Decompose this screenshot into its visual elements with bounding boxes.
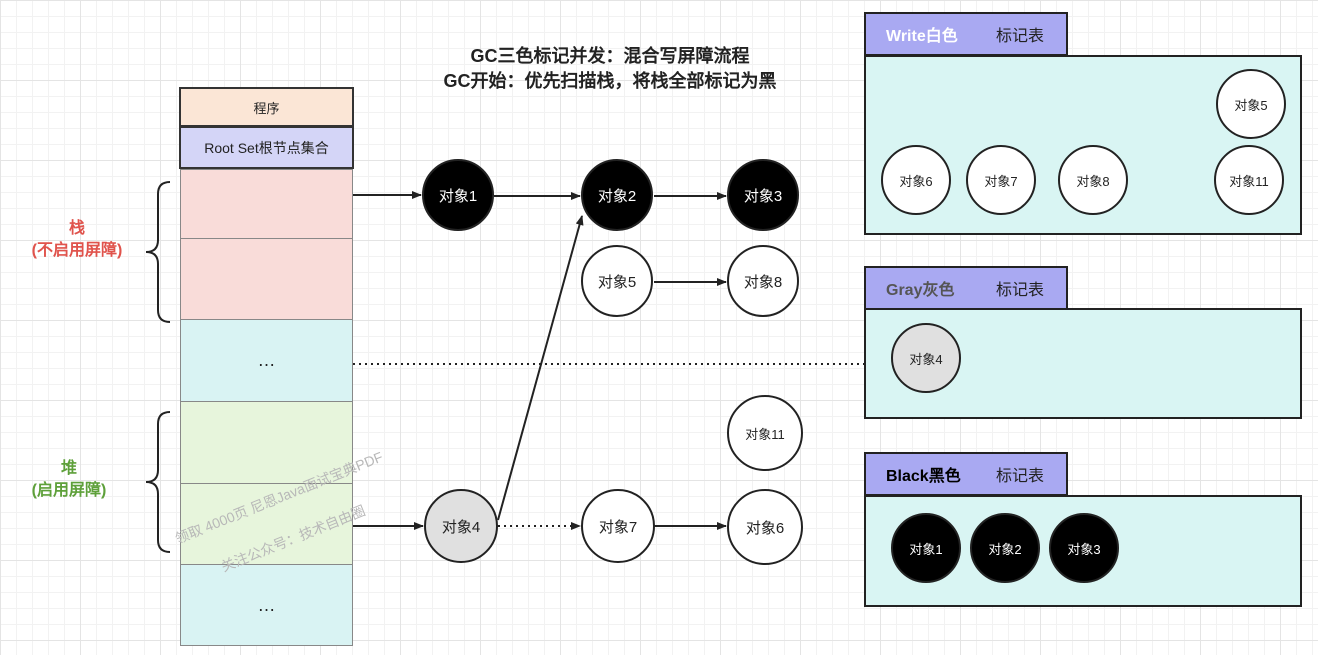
white-table-suffix: 标记表 bbox=[996, 28, 1045, 45]
white-item-obj11: 对象11 bbox=[1214, 145, 1284, 215]
node-obj11-label: 对象11 bbox=[745, 426, 785, 442]
white-table-panel: 对象5 对象6 对象7 对象8 对象11 bbox=[864, 55, 1302, 235]
node-obj2: 对象2 bbox=[581, 159, 653, 231]
stack-label-note: (不启用屏障) bbox=[31, 242, 123, 259]
white-item-obj7-label: 对象7 bbox=[984, 173, 1018, 189]
heap-label-title: 堆 bbox=[60, 460, 77, 477]
black-item-obj1-label: 对象1 bbox=[909, 541, 943, 557]
node-obj1: 对象1 bbox=[422, 159, 494, 231]
edge-obj4-to-obj2 bbox=[497, 215, 584, 521]
node-obj8-label: 对象8 bbox=[743, 273, 783, 291]
gray-table-name: Gray灰色 bbox=[886, 282, 955, 299]
stack-brace bbox=[145, 181, 171, 323]
node-obj5-label: 对象5 bbox=[597, 273, 637, 291]
heap-brace bbox=[145, 411, 171, 553]
white-item-obj6: 对象6 bbox=[881, 145, 951, 215]
node-obj4: 对象4 bbox=[424, 489, 498, 563]
gray-table-tab: Gray灰色 标记表 bbox=[864, 266, 1068, 310]
heap-label: 堆 (启用屏障) bbox=[4, 458, 134, 502]
black-item-obj3: 对象3 bbox=[1049, 513, 1119, 583]
middle-segment: … bbox=[180, 319, 353, 402]
white-item-obj11-label: 对象11 bbox=[1229, 173, 1269, 189]
node-obj6-label: 对象6 bbox=[745, 519, 785, 537]
node-obj4-label: 对象4 bbox=[441, 518, 481, 536]
node-obj1-label: 对象1 bbox=[438, 187, 478, 205]
black-table-tab: Black黑色 标记表 bbox=[864, 452, 1068, 496]
black-table-panel: 对象1 对象2 对象3 bbox=[864, 495, 1302, 607]
white-table-name: Write白色 bbox=[886, 28, 958, 45]
heap-segment-2 bbox=[180, 483, 353, 565]
heap-label-note: (启用屏障) bbox=[31, 482, 107, 499]
node-obj3-label: 对象3 bbox=[743, 187, 783, 205]
stack-segment-1 bbox=[180, 169, 353, 239]
node-obj7-label: 对象7 bbox=[598, 518, 638, 536]
white-item-obj8-label: 对象8 bbox=[1076, 173, 1110, 189]
node-obj7: 对象7 bbox=[581, 489, 655, 563]
gray-table-suffix: 标记表 bbox=[996, 282, 1045, 299]
node-obj5: 对象5 bbox=[581, 245, 653, 317]
middle-ellipsis: … bbox=[257, 350, 276, 370]
heap-segment-1 bbox=[180, 401, 353, 484]
white-table-tab: Write白色 标记表 bbox=[864, 12, 1068, 56]
black-item-obj3-label: 对象3 bbox=[1067, 541, 1101, 557]
white-item-obj5: 对象5 bbox=[1216, 69, 1286, 139]
stack-segment-2 bbox=[180, 238, 353, 320]
node-obj2-label: 对象2 bbox=[597, 187, 637, 205]
white-item-obj7: 对象7 bbox=[966, 145, 1036, 215]
root-set-label: Root Set根节点集合 bbox=[204, 139, 329, 156]
gray-item-obj4-label: 对象4 bbox=[909, 351, 943, 367]
node-obj11: 对象11 bbox=[727, 395, 803, 471]
diagram-title-line2: GC开始：优先扫描栈，将栈全部标记为黑 bbox=[443, 71, 777, 91]
bottom-ellipsis: … bbox=[257, 594, 276, 615]
stack-label: 栈 (不启用屏障) bbox=[12, 218, 142, 262]
gray-table-panel: 对象4 bbox=[864, 308, 1302, 419]
node-obj3: 对象3 bbox=[727, 159, 799, 231]
program-box: 程序 bbox=[179, 87, 354, 127]
gray-item-obj4: 对象4 bbox=[891, 323, 961, 393]
black-item-obj2-label: 对象2 bbox=[988, 541, 1022, 557]
black-table-suffix: 标记表 bbox=[996, 468, 1045, 485]
node-obj8: 对象8 bbox=[727, 245, 799, 317]
white-item-obj5-label: 对象5 bbox=[1234, 97, 1268, 113]
node-obj6: 对象6 bbox=[727, 489, 803, 565]
white-item-obj8: 对象8 bbox=[1058, 145, 1128, 215]
stack-label-title: 栈 bbox=[68, 220, 85, 237]
bottom-segment: … bbox=[180, 564, 353, 646]
program-label: 程序 bbox=[253, 100, 280, 116]
black-item-obj2: 对象2 bbox=[970, 513, 1040, 583]
diagram-title-line1: GC三色标记并发：混合写屏障流程 bbox=[470, 46, 750, 66]
black-item-obj1: 对象1 bbox=[891, 513, 961, 583]
white-item-obj6-label: 对象6 bbox=[899, 173, 933, 189]
root-set-box: Root Set根节点集合 bbox=[179, 126, 354, 169]
black-table-name: Black黑色 bbox=[886, 468, 961, 485]
